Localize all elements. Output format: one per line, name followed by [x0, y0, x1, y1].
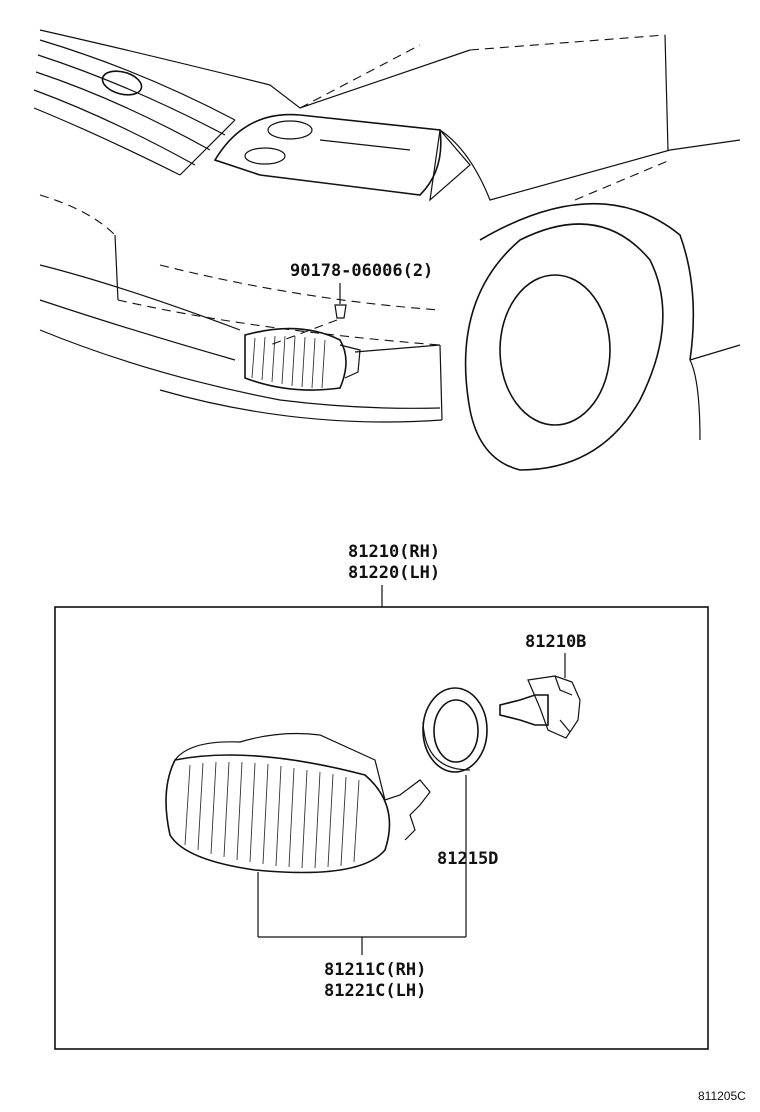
- fog-lamp-installed-icon: [244, 327, 441, 391]
- bulb-part-label: 81210B: [525, 632, 586, 652]
- fog-lamp-lens-icon: [165, 732, 431, 874]
- assembly-rh-label: 81210(RH): [348, 542, 440, 562]
- lens-rh-label: 81211C(RH): [324, 960, 426, 980]
- lens-lh-label: 81221C(LH): [324, 981, 426, 1001]
- assembly-lh-label: 81220(LH): [348, 563, 440, 583]
- emblem-icon: [101, 70, 143, 96]
- bulb-icon: [499, 675, 581, 739]
- seal-ring-icon: [422, 687, 488, 773]
- car-front-illustration: [33, 29, 741, 471]
- screw-icon: [334, 304, 347, 319]
- figure-code: 811205C: [698, 1089, 746, 1103]
- screw-part-label: 90178-06006(2): [290, 261, 433, 281]
- seal-part-label: 81215D: [437, 849, 498, 869]
- assembly-box: [54, 606, 709, 1050]
